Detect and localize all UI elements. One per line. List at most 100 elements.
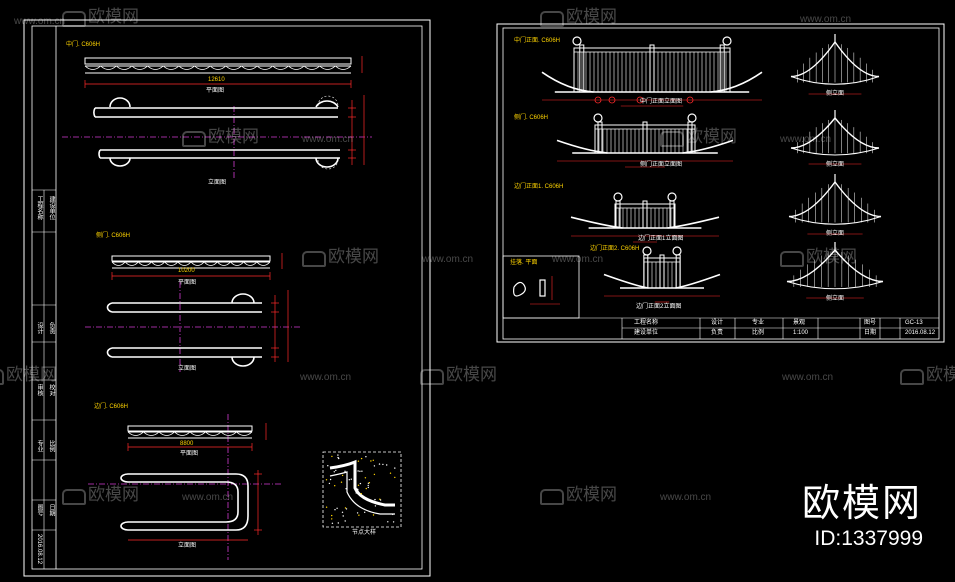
tb1-cell-5: 审核: [36, 384, 42, 396]
sheet2-elev-label-3: 边门正面1. C606H: [514, 184, 564, 190]
hatch-dot: [337, 456, 339, 459]
hatch-dot: [359, 470, 361, 472]
hatch-dot: [365, 487, 367, 490]
hatch-dot: [373, 473, 376, 476]
hatch-dot: [340, 481, 343, 483]
arch-segment: [243, 261, 258, 266]
hatch-dot: [392, 513, 394, 516]
sheet2-elev-label-4: 边门正面2. C606H: [590, 246, 640, 252]
watermark-url-text: www.om.cn: [422, 254, 474, 265]
roof-side-elevation: [790, 34, 880, 95]
center-gate-plan: [93, 97, 340, 168]
hatch-dot: [378, 463, 381, 465]
s2-section-label: 侧门. C606H: [96, 233, 131, 239]
hatch-dot: [344, 470, 346, 472]
arch-segment: [217, 261, 231, 266]
joint-detail: [322, 451, 402, 528]
arch-segment: [151, 261, 165, 266]
side-label-1: 侧立面: [826, 91, 845, 97]
hatch-dot: [389, 472, 392, 474]
tb2-r2-c3: 比例: [752, 330, 765, 336]
tb2-r2-c6: 2016.08.12: [905, 330, 936, 336]
arch-segment: [319, 65, 336, 70]
watermark-brand-text: 欧模网: [686, 127, 737, 147]
watermark-brand-text: 欧模网: [6, 365, 57, 385]
hatch-dot: [328, 482, 331, 485]
hatch-dot: [356, 488, 359, 490]
arch-segment: [303, 65, 320, 70]
watermark-brand-text: 欧模网: [806, 247, 857, 267]
hatch-dot: [341, 474, 344, 477]
tb2-r2-c4: 1:100: [793, 330, 809, 336]
arch-segment: [225, 65, 242, 70]
hatch-dot: [376, 502, 378, 504]
hatch-dot: [331, 522, 334, 524]
tb1-cell-9: 图号: [36, 504, 42, 516]
arch-segment: [138, 261, 152, 266]
arch-segment: [177, 261, 192, 266]
sheet2-elev-caption-3: 边门正面1立面图: [638, 236, 684, 242]
hatch-dot: [336, 507, 338, 509]
arch-segment: [124, 261, 139, 266]
sheet2-elev-caption-1: 中门正面立面图: [640, 99, 683, 105]
arch-segment: [241, 65, 258, 70]
hatch-dot: [331, 514, 333, 517]
hatch-dot: [372, 514, 375, 516]
arch-segment: [335, 65, 352, 70]
s2-elev-label: 立面图: [178, 366, 197, 372]
watermark-url-text: www.om.cn: [800, 14, 852, 25]
hatch-dot: [367, 484, 369, 487]
arch-segment: [178, 65, 195, 70]
hatch-dot: [345, 508, 348, 510]
side-label-2: 侧立面: [826, 162, 845, 168]
watermark-logo: 欧模网: [801, 481, 922, 525]
watermark-sofa-icon: [0, 369, 4, 385]
arch-segment: [174, 431, 191, 436]
watermark-sofa-icon: [780, 251, 804, 267]
arch-segment: [256, 65, 274, 70]
s3-elev-dim: 8800: [180, 441, 194, 447]
hatch-dot: [350, 478, 352, 480]
roof-side-elevation: [790, 110, 880, 165]
sheet2-elev-label-2: 侧门. C606H: [514, 115, 549, 121]
watermark-brand-text: 欧模网: [208, 127, 259, 147]
s2-elev-dim: 10200: [178, 268, 195, 274]
tb2-r1-c6: GC-13: [905, 320, 923, 326]
hatch-dot: [327, 465, 329, 467]
hatch-dot: [360, 457, 363, 460]
watermark-url-text: www.om.cn: [660, 492, 712, 503]
tb1-cell-1: 工程名称: [36, 196, 42, 220]
watermark-sofa-icon: [302, 251, 326, 267]
hatch-dot: [355, 492, 357, 494]
hatch-dot: [348, 479, 350, 481]
hatch-dot: [359, 482, 362, 485]
s2-plan-label: 平面图: [178, 280, 197, 286]
hatch-dot: [325, 506, 328, 508]
s1-elev-label: 立面图: [208, 180, 227, 186]
hatch-dot: [358, 514, 360, 516]
arch-segment: [288, 65, 305, 70]
watermark-url-text: www.om.cn: [302, 134, 354, 145]
hatch-dot: [342, 515, 344, 517]
arch-segment: [194, 65, 211, 70]
tb1-cell-4: 负责: [48, 322, 54, 334]
hatch-dot: [357, 484, 360, 486]
arch-segment: [100, 65, 117, 70]
s3-elev-label: 立面图: [178, 543, 197, 549]
watermark-brand-text: 欧模网: [88, 485, 139, 505]
arch-segment: [190, 261, 205, 266]
watermark-brand-text: 欧模网: [446, 365, 497, 385]
s1-plan-label: 平面图: [206, 88, 225, 94]
arch-segment: [236, 431, 253, 436]
side-gate-plan: [106, 293, 262, 367]
gate-elevation: [570, 192, 720, 243]
hatch-dot: [394, 476, 396, 479]
hatch-dot: [335, 469, 337, 472]
hatch-dot: [357, 460, 360, 462]
sheet2-outer-frame: [496, 23, 945, 343]
hatch-dot: [344, 520, 346, 522]
arch-segment: [127, 431, 144, 436]
roof-side-elevation: [788, 174, 882, 235]
hatch-dot: [334, 485, 336, 487]
end-gate-plan: [120, 473, 249, 531]
